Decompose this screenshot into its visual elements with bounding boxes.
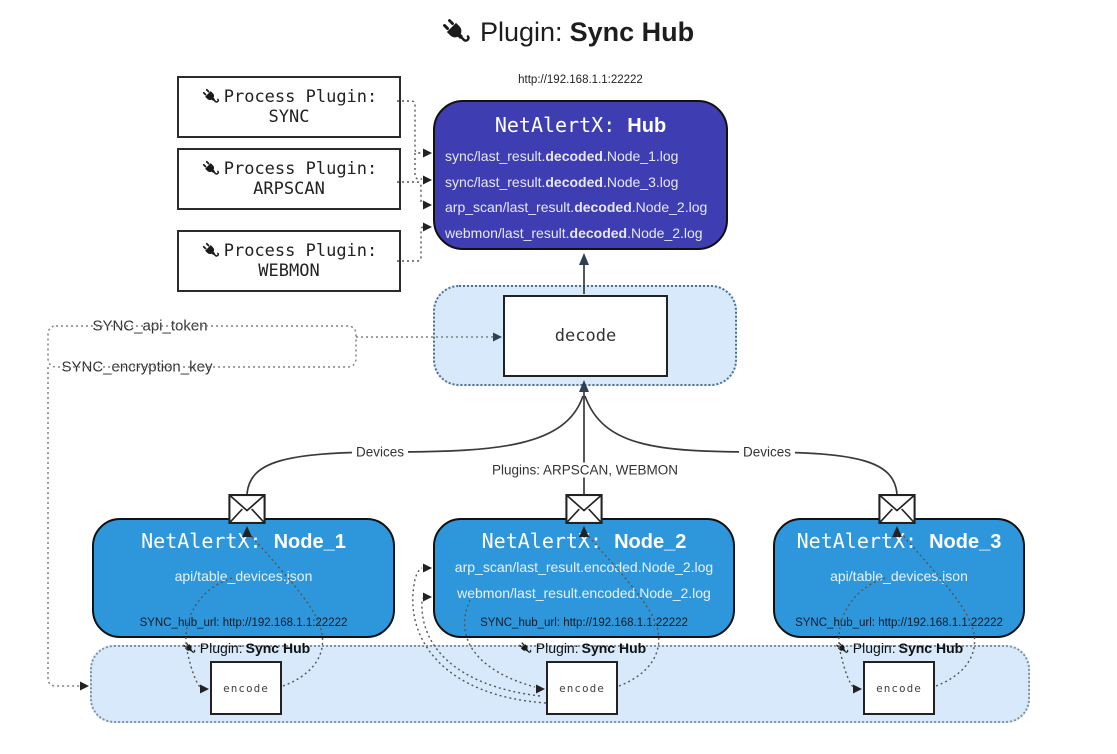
hub-title-prefix: NetAlertX: <box>494 113 628 137</box>
node-hub-url: SYNC_hub_url: http://192.168.1.1:22222 <box>480 617 688 629</box>
encode-box: encode <box>863 661 935 715</box>
encode-box: encode <box>210 661 282 715</box>
node-hub-url: SYNC_hub_url: http://192.168.1.1:22222 <box>139 617 348 629</box>
node-3-box: NetAlertX: Node_3 api/table_devices.json… <box>773 518 1025 638</box>
hub-log-line: webmon/last_result.decoded.Node_2.log <box>445 224 703 241</box>
plug-icon <box>518 641 533 656</box>
decode-box: decode <box>503 295 668 377</box>
encoder-plugin-label: Plugin: Sync Hub <box>835 640 963 656</box>
plug-icon <box>201 241 221 261</box>
encoder-plugin-label: Plugin: Sync Hub <box>518 640 646 656</box>
encode-label: encode <box>876 681 922 695</box>
encode-label: encode <box>223 681 269 695</box>
edge-label-devices-right: Devices <box>738 444 796 460</box>
encode-box: encode <box>546 661 618 715</box>
page-title: Plugin: Sync Hub <box>440 16 694 49</box>
process-plugin-label: Process Plugin: <box>223 241 378 261</box>
node-file-line: api/table_devices.json <box>830 568 968 584</box>
hub-log-line: sync/last_result.decoded.Node_1.log <box>445 148 679 164</box>
encoder-plugin-label: Plugin: Sync Hub <box>182 640 310 656</box>
edge-label-devices-left: Devices <box>351 444 409 460</box>
node-file-line: webmon/last_result.encoded.Node_2.log <box>457 585 711 601</box>
envelope-icon <box>228 494 266 524</box>
process-plugin-name: SYNC <box>268 107 310 127</box>
node-1-box: NetAlertX: Node_1 api/table_devices.json… <box>92 518 395 638</box>
edge-label-plugins: Plugins: ARPSCAN, WEBMON <box>487 462 683 478</box>
plug-icon <box>201 87 221 107</box>
envelope-icon <box>878 494 916 524</box>
process-plugin-arpscan-box: Process Plugin: ARPSCAN <box>177 148 401 210</box>
sync-encryption-key-label: SYNC_encryption_key <box>56 358 218 376</box>
hub-log-line: sync/last_result.decoded.Node_3.log <box>445 173 679 190</box>
process-plugin-label: Process Plugin: <box>223 87 378 107</box>
plug-icon <box>201 159 221 179</box>
page-title-prefix: Plugin: <box>480 17 563 47</box>
sync-api-token-label: SYNC_api_token <box>87 317 213 335</box>
process-plugin-label: Process Plugin: <box>223 159 378 179</box>
process-plugin-sync-box: Process Plugin: SYNC <box>177 76 401 138</box>
hub-title-bold: Hub <box>627 115 667 137</box>
process-plugin-webmon-box: Process Plugin: WEBMON <box>177 230 401 292</box>
hub-box: NetAlertX: Hub sync/last_result.decoded.… <box>433 100 728 250</box>
hub-url: http://192.168.1.1:22222 <box>518 74 643 86</box>
hub-log-line: arp_scan/last_result.decoded.Node_2.log <box>445 199 708 215</box>
node-hub-url: SYNC_hub_url: http://192.168.1.1:22222 <box>795 617 1003 629</box>
plug-icon <box>440 16 473 49</box>
plug-icon <box>182 641 197 656</box>
node-file-line: api/table_devices.json <box>174 568 313 584</box>
node-title: NetAlertX: Node_2 <box>481 529 687 553</box>
process-plugin-name: ARPSCAN <box>253 179 325 199</box>
encode-label: encode <box>559 681 605 695</box>
node-2-box: NetAlertX: Node_2 arp_scan/last_result.e… <box>433 518 735 638</box>
hub-title: NetAlertX: Hub <box>435 113 726 138</box>
node-title: NetAlertX: Node_3 <box>796 529 1002 553</box>
node-file-line: arp_scan/last_result.encoded.Node_2.log <box>454 559 714 575</box>
hub-log-list: sync/last_result.decoded.Node_1.log sync… <box>435 144 726 246</box>
page-title-bold: Sync Hub <box>569 17 695 47</box>
process-plugin-name: WEBMON <box>258 261 320 281</box>
plug-icon <box>835 641 850 656</box>
decode-label: decode <box>554 326 617 346</box>
envelope-icon <box>565 494 603 524</box>
node-title: NetAlertX: Node_1 <box>141 529 346 553</box>
